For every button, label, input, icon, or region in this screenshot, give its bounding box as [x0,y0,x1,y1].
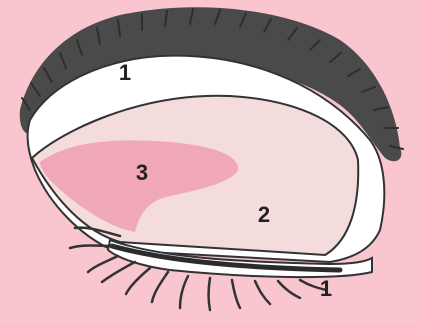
zone-label-brow-bone: 1 [119,60,131,85]
zone-label-lid: 2 [258,202,270,227]
zone-label-crease: 3 [136,160,148,185]
zone-label-lower-lash-line: 1 [320,276,332,301]
